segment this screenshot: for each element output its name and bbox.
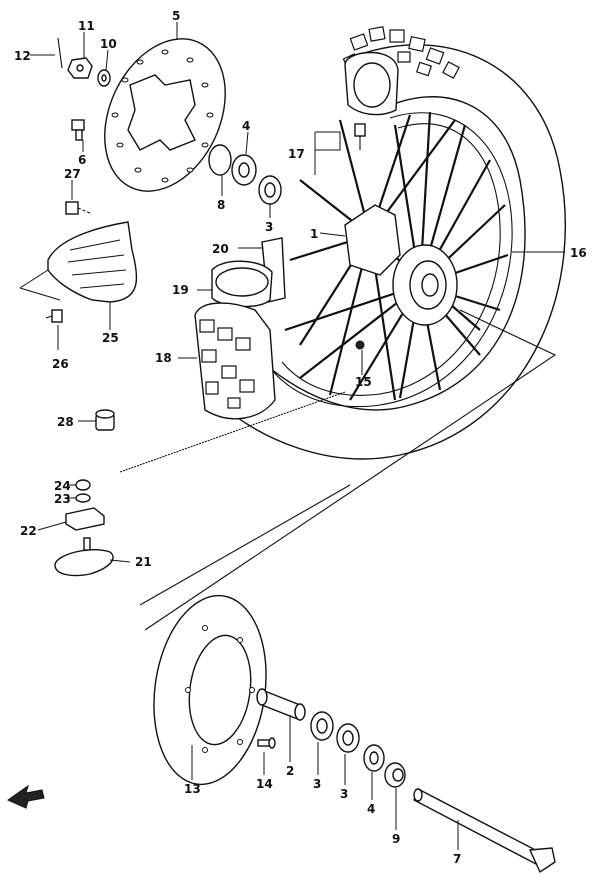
callout-17: 17 <box>288 147 305 161</box>
rim-lock-body-22 <box>65 507 105 531</box>
rim-lock-cap-28 <box>95 409 115 431</box>
washer-23 <box>75 493 91 503</box>
callout-23: 23 <box>54 492 71 506</box>
leader-lines <box>19 22 565 850</box>
spacer-8 <box>208 144 232 176</box>
callout-20: 20 <box>212 242 229 256</box>
callout-3-b: 3 <box>340 787 348 801</box>
disc-guard <box>47 221 138 303</box>
valve-cap <box>354 123 366 137</box>
tire-section <box>194 302 276 420</box>
callout-27: 27 <box>64 167 81 181</box>
cotter-pin <box>57 37 63 69</box>
callout-6: 6 <box>78 153 86 167</box>
callout-5: 5 <box>172 9 180 23</box>
callout-22: 22 <box>20 524 37 538</box>
callout-9: 9 <box>392 832 400 846</box>
callout-18: 18 <box>155 351 172 365</box>
rim <box>267 112 513 408</box>
oil-seal-4 <box>363 744 385 772</box>
inner-tube <box>211 260 273 308</box>
callout-13: 13 <box>184 782 201 796</box>
callout-19: 19 <box>172 283 189 297</box>
callout-25: 25 <box>102 331 119 345</box>
callout-16: 16 <box>570 246 587 260</box>
spacer-2 <box>256 688 306 722</box>
bearing-3b <box>336 723 360 753</box>
bolt-14 <box>257 737 276 749</box>
bearing-3-upper <box>258 175 282 205</box>
brake-disc <box>104 38 226 192</box>
callout-3-upper: 3 <box>265 220 273 234</box>
callout-1: 1 <box>310 227 318 241</box>
callout-7: 7 <box>453 852 461 866</box>
collar-9 <box>384 762 406 788</box>
axle-line <box>119 391 346 473</box>
callout-10: 10 <box>100 37 117 51</box>
tire-knobs <box>342 26 460 79</box>
oil-seal-4-upper <box>231 154 257 186</box>
front-direction-arrow <box>6 784 45 809</box>
callout-4-upper: 4 <box>242 119 250 133</box>
bolt-26 <box>45 309 63 323</box>
rim-lock-base-21 <box>54 537 114 577</box>
nut-24 <box>75 479 91 491</box>
callout-8: 8 <box>217 198 225 212</box>
callout-11: 11 <box>78 19 95 33</box>
callout-26: 26 <box>52 357 69 371</box>
callout-2: 2 <box>286 764 294 778</box>
bearing-3a <box>310 711 334 741</box>
callout-28: 28 <box>57 415 74 429</box>
callout-3-a: 3 <box>313 777 321 791</box>
callout-24: 24 <box>54 479 71 493</box>
rear-sprocket <box>153 594 267 786</box>
washer-10 <box>97 69 111 87</box>
callout-21: 21 <box>135 555 152 569</box>
callout-4-lower: 4 <box>367 802 375 816</box>
callout-labels: 12 11 10 5 6 27 4 8 3 17 1 16 20 19 18 2… <box>14 9 587 866</box>
callout-15: 15 <box>355 375 372 389</box>
bolt-6 <box>71 119 85 141</box>
castle-nut <box>67 57 93 79</box>
hub <box>344 204 458 350</box>
callout-14: 14 <box>256 777 273 791</box>
callout-12: 12 <box>14 49 31 63</box>
bolt-27 <box>65 201 93 215</box>
rear-axle <box>413 788 556 874</box>
